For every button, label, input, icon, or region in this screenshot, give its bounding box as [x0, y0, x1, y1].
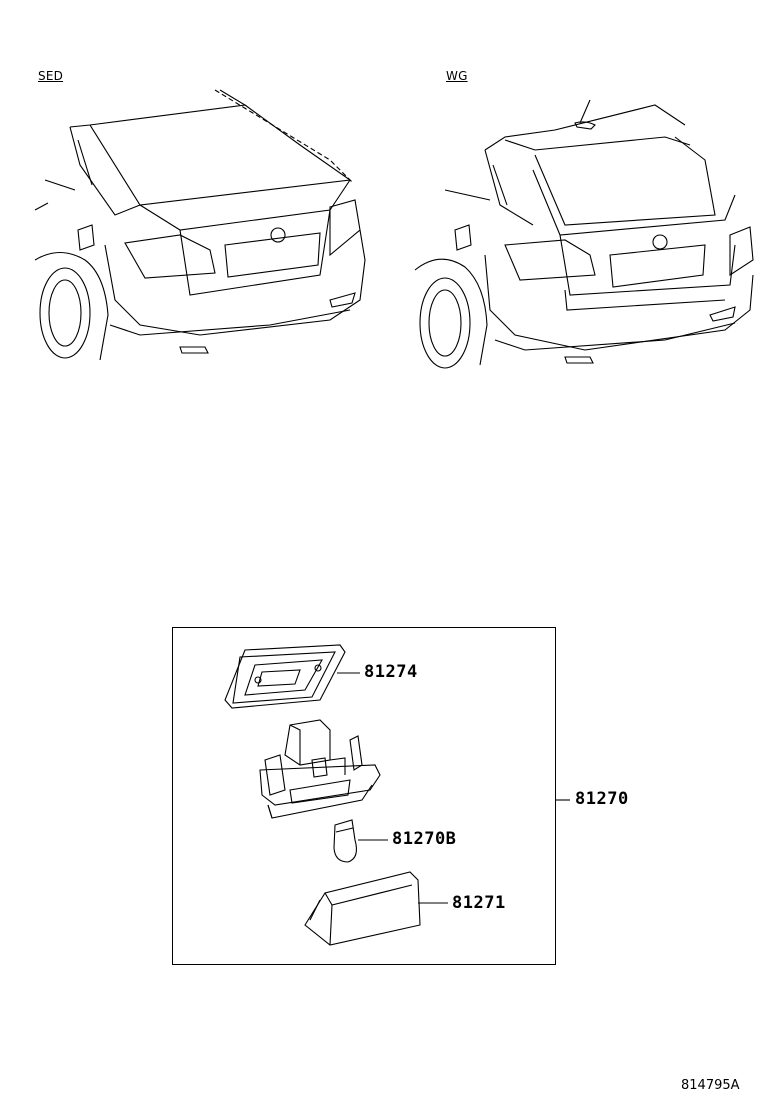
lens-part	[304, 871, 421, 946]
part-number-lamp-assembly: 81270	[575, 789, 629, 809]
wagon-variant-label: WG	[446, 69, 468, 83]
wagon-rear-illustration	[414, 99, 754, 369]
diagram-code: 814795A	[681, 1078, 740, 1093]
lamp-housing-part	[259, 719, 381, 819]
sedan-variant-label: SED	[38, 69, 64, 83]
bulb-part	[333, 819, 357, 863]
sedan-rear-illustration	[34, 89, 366, 361]
part-number-cover: 81274	[364, 662, 418, 682]
license-lamp-parts-box	[172, 627, 556, 965]
part-number-bulb: 81270B	[392, 829, 457, 849]
cover-gasket-part	[224, 644, 346, 709]
part-number-lens: 81271	[452, 893, 506, 913]
